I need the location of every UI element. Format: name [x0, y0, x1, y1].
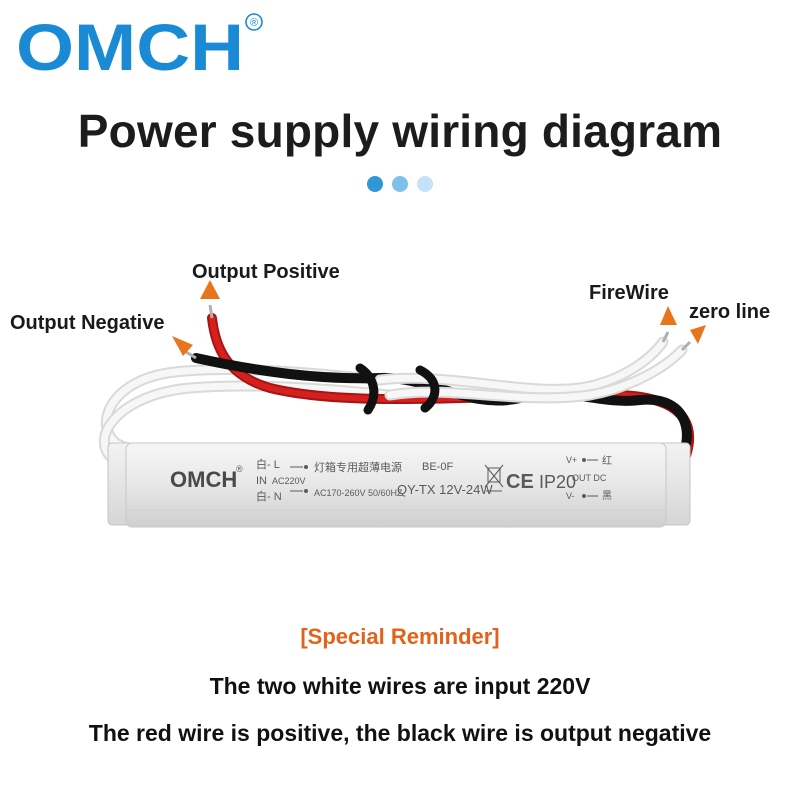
- device-in-l: 白- L: [256, 457, 280, 471]
- callout-output-positive: Output Positive: [192, 261, 340, 283]
- device-in-n: 白- N: [256, 489, 282, 503]
- pagination-dot: [392, 176, 408, 192]
- device-model: QY-TX 12V-24W: [397, 482, 493, 497]
- pagination-dot: [367, 176, 383, 192]
- device-out-vminus: V-: [566, 491, 575, 501]
- device-registered-mark: ®: [236, 464, 243, 474]
- reminder-line-output: The red wire is positive, the black wire…: [88, 720, 712, 746]
- device-input-range: AC170-260V 50/60HZ: [314, 488, 403, 498]
- device-in-voltage: AC220V: [272, 476, 306, 486]
- device-brand: OMCH: [170, 467, 237, 492]
- omch-logo: OMCH ®: [16, 10, 263, 78]
- device-ip-rating: IP20: [539, 472, 576, 492]
- callout-zero-line: zero line: [689, 301, 771, 323]
- device-out-vplus: V+: [566, 455, 577, 465]
- callout-firewire: FireWire: [589, 282, 669, 304]
- pagination-dot: [417, 176, 433, 192]
- registered-mark: ®: [250, 17, 258, 29]
- device-ce-mark: CE: [506, 471, 534, 493]
- logo-text: OMCH: [16, 10, 244, 78]
- device-chinese-name: 灯箱专用超薄电源: [314, 460, 402, 474]
- weee-bin-icon: [484, 464, 504, 492]
- device-out-dc: OUT DC: [572, 473, 607, 483]
- special-reminder-heading: [Special Reminder]: [300, 624, 500, 649]
- device-out-red: 红: [602, 454, 612, 467]
- reminder-line-input: The two white wires are input 220V: [209, 673, 591, 699]
- device-in-label: IN: [256, 475, 267, 487]
- power-supply-illustration: OMCH ® 白- L IN AC220V 白- N 灯箱专用超薄电源 AC17…: [99, 280, 706, 528]
- callout-output-negative: Output Negative: [10, 312, 165, 334]
- device-out-black: 黑: [602, 490, 612, 502]
- device-model-code: BE-0F: [422, 461, 453, 473]
- page-title: Power supply wiring diagram: [77, 105, 723, 157]
